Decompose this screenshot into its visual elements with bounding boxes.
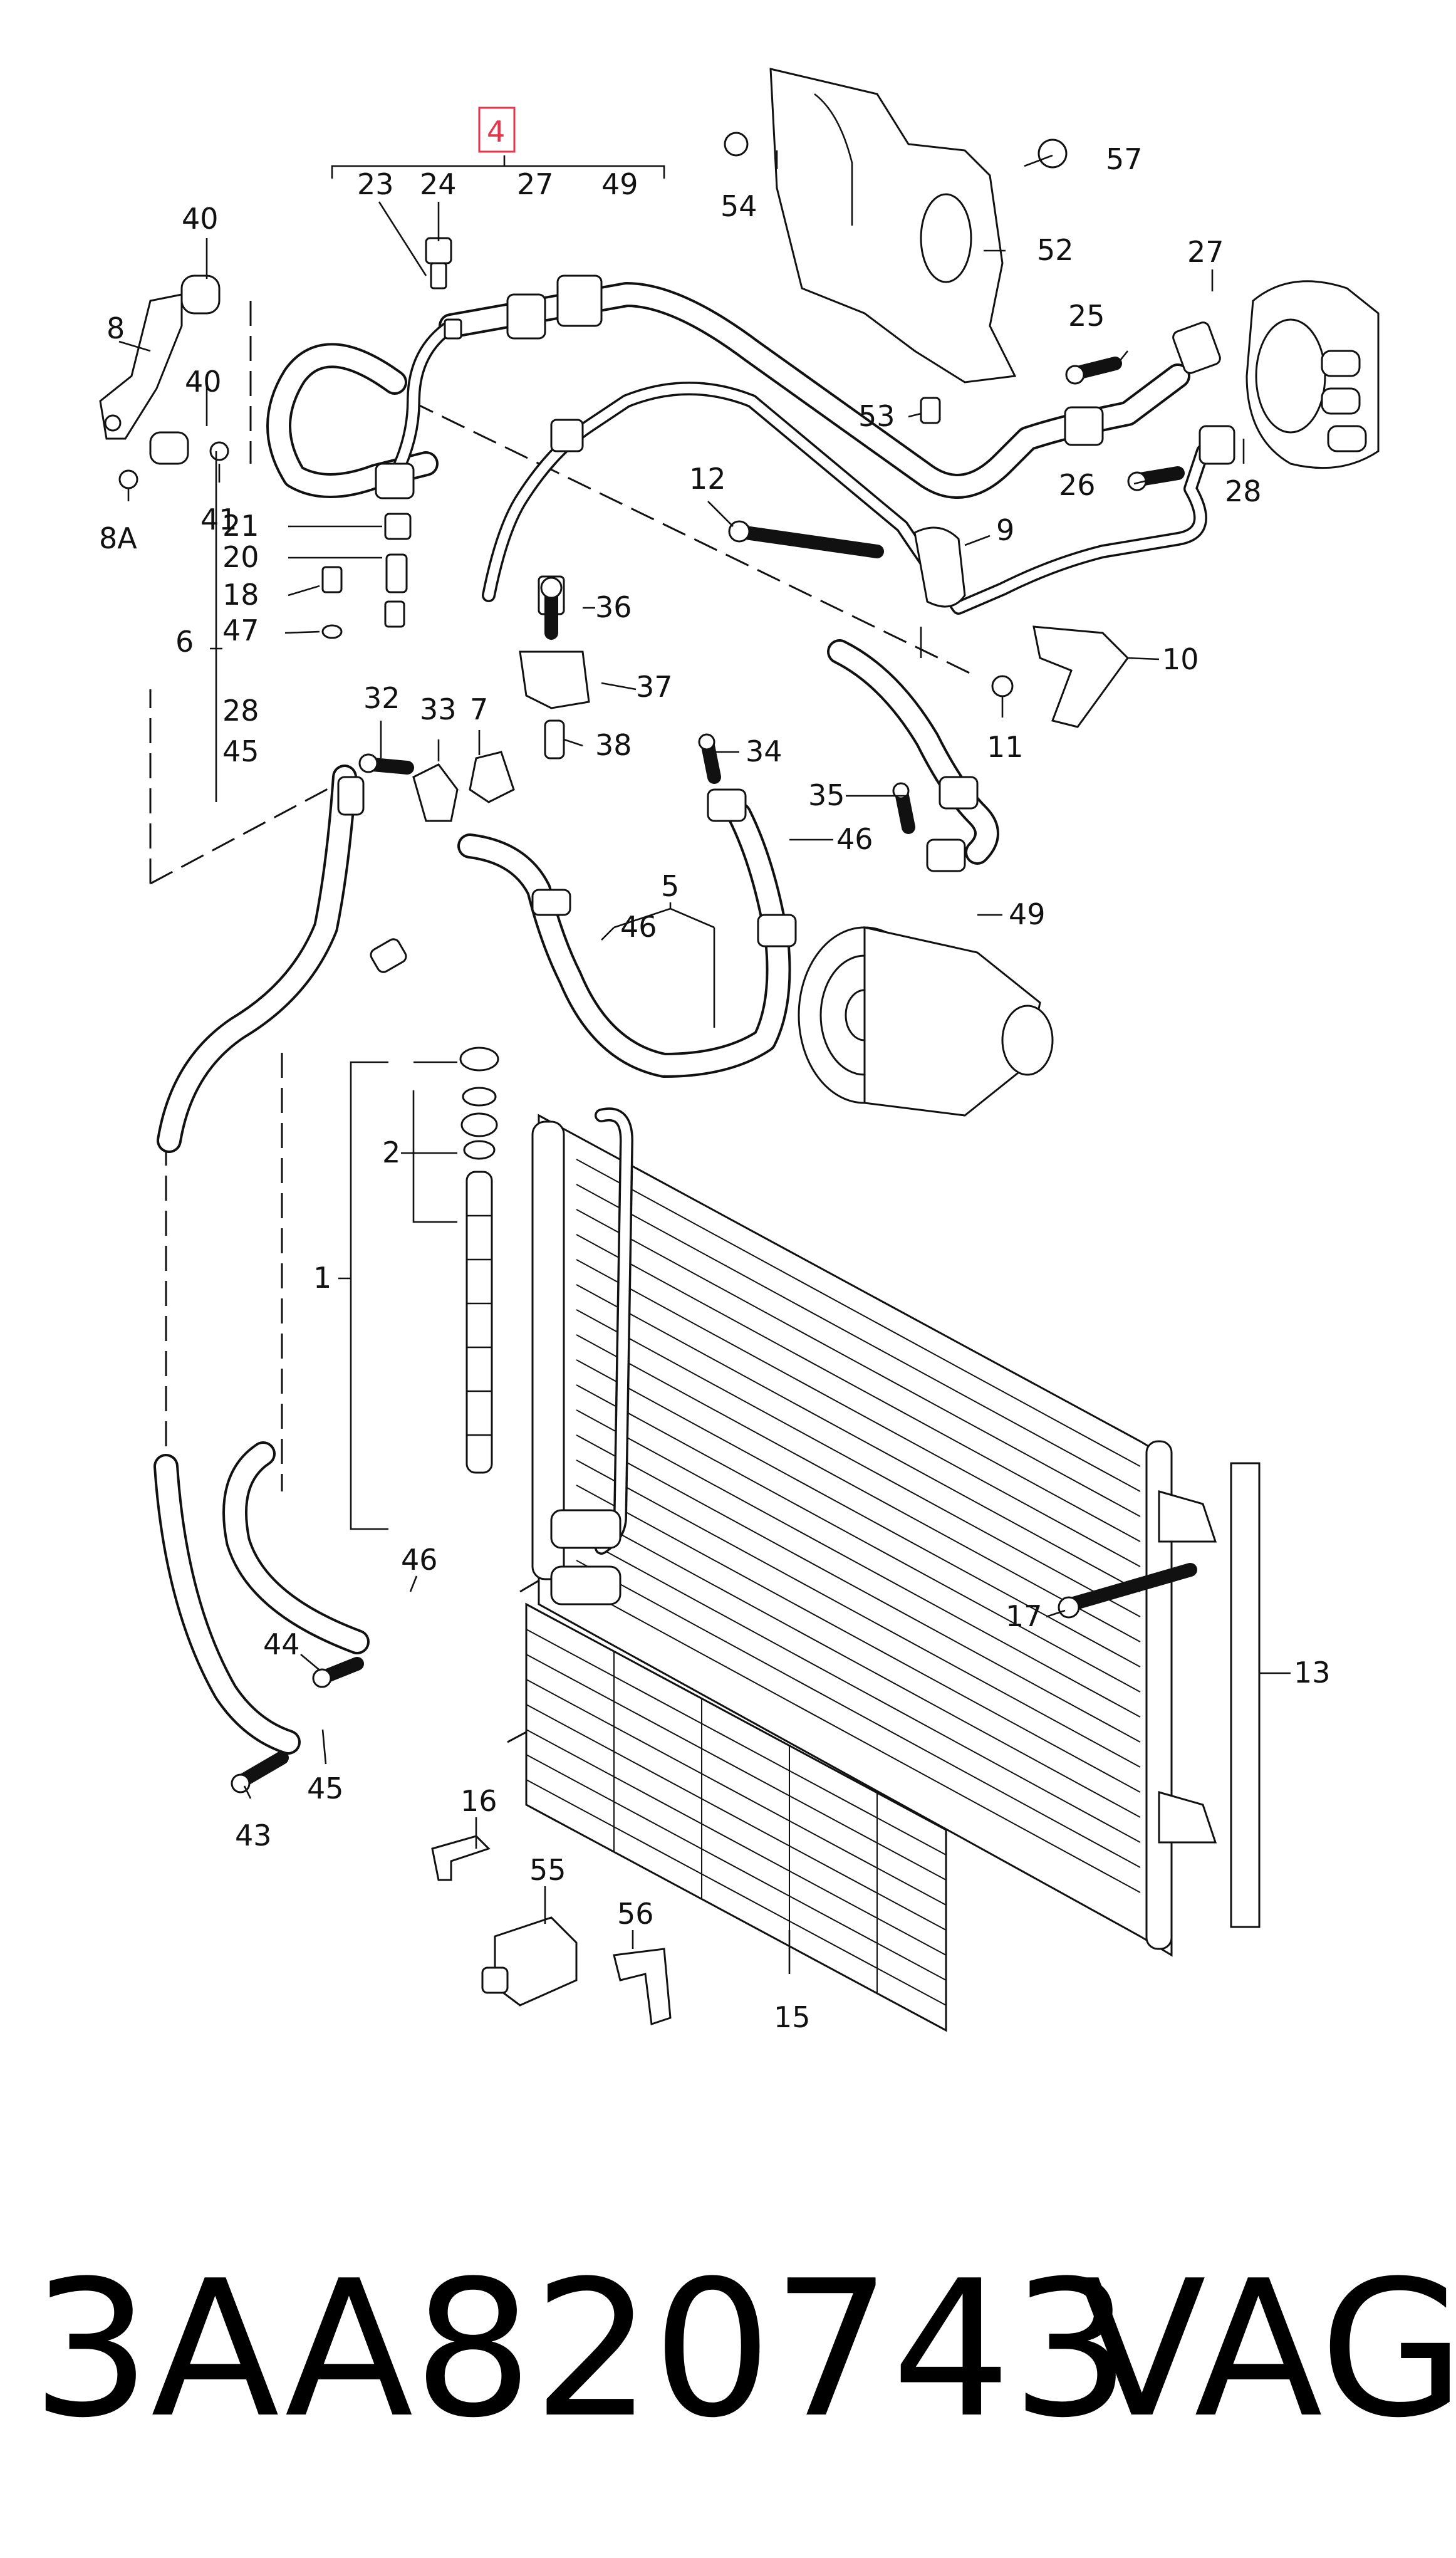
callout-46[interactable]: 46 [836, 822, 873, 856]
callout-32[interactable]: 32 [363, 681, 400, 715]
callout-55[interactable]: 55 [529, 1853, 566, 1887]
callout-27[interactable]: 27 [517, 167, 554, 201]
callout-38[interactable]: 38 [595, 728, 632, 762]
hose-clamps [412, 575, 590, 822]
callout-45[interactable]: 45 [222, 734, 259, 768]
callout-43[interactable]: 43 [235, 1819, 272, 1852]
sensor-bracket [613, 1948, 672, 2026]
condenser [531, 1107, 1217, 1957]
callout-5[interactable]: 5 [661, 869, 679, 903]
callout-33[interactable]: 33 [420, 692, 457, 726]
pressure-switch-valves [321, 513, 412, 639]
callout-45[interactable]: 45 [307, 1772, 344, 1805]
clip [431, 1835, 491, 1881]
callout-40[interactable]: 40 [182, 202, 219, 236]
callout-labels: 4 23 24 27 49 54 57 52 27 25 53 26 28 12… [99, 107, 1331, 2034]
callout-46[interactable]: 46 [620, 910, 657, 944]
callout-26[interactable]: 26 [1059, 468, 1096, 502]
condenser-fins [576, 1159, 1141, 1893]
seal-strip [1230, 1462, 1261, 1928]
callout-52[interactable]: 52 [1037, 233, 1074, 267]
long-liquid-line [153, 765, 407, 1755]
callout-9[interactable]: 9 [996, 513, 1014, 547]
callout-25[interactable]: 25 [1068, 299, 1105, 333]
callout-11[interactable]: 11 [987, 730, 1024, 764]
callout-49[interactable]: 49 [1009, 897, 1046, 931]
callout-36[interactable]: 36 [595, 590, 632, 624]
air-guide-grille [525, 1602, 947, 2032]
callout-20[interactable]: 20 [222, 540, 259, 574]
callout-49[interactable]: 49 [601, 167, 638, 201]
brand-name: VAG [1078, 2240, 1456, 2459]
callout-21[interactable]: 21 [222, 509, 259, 543]
compressor-clutch-top-right [1245, 280, 1380, 469]
callout-8[interactable]: 8 [107, 311, 125, 345]
callout-6[interactable]: 6 [175, 625, 194, 659]
callout-44[interactable]: 44 [263, 1627, 300, 1661]
callout-35[interactable]: 35 [808, 778, 845, 812]
callout-12[interactable]: 12 [689, 462, 726, 496]
callout-17[interactable]: 17 [1006, 1599, 1043, 1633]
hose-brackets-left [99, 274, 229, 489]
callout-1[interactable]: 1 [313, 1261, 331, 1295]
bolts [231, 357, 1197, 1793]
callout-leaders [118, 150, 1291, 1974]
heat-shield [769, 68, 1017, 384]
callout-40[interactable]: 40 [185, 365, 222, 399]
callout-53[interactable]: 53 [858, 399, 895, 433]
callout-41[interactable]: 41 [200, 503, 237, 536]
service-valve [425, 237, 462, 340]
callout-34[interactable]: 34 [746, 734, 783, 768]
ambient-temp-sensor [481, 1916, 578, 2007]
callout-27[interactable]: 27 [1187, 235, 1224, 269]
washer-nut [1037, 138, 1068, 169]
callout-28[interactable]: 28 [222, 694, 259, 728]
ac-compressor [798, 926, 1054, 1117]
callout-57[interactable]: 57 [1106, 142, 1143, 176]
callout-16[interactable]: 16 [460, 1784, 497, 1818]
callout-24[interactable]: 24 [420, 167, 457, 201]
clip-53 [920, 397, 941, 424]
callout-37[interactable]: 37 [636, 670, 673, 704]
callout-10[interactable]: 10 [1162, 642, 1199, 676]
highlighted-callout-box [478, 107, 516, 153]
callout-2[interactable]: 2 [382, 1135, 400, 1169]
callout-8A[interactable]: 8A [99, 521, 137, 555]
callout-28[interactable]: 28 [1225, 474, 1262, 508]
ac-system-exploded-diagram: 4 23 24 27 49 54 57 52 27 25 53 26 28 12… [99, 68, 1380, 2034]
callout-4[interactable]: 4 [487, 115, 505, 149]
suction-hose-assembly [266, 274, 1235, 615]
callout-46[interactable]: 46 [401, 1543, 438, 1577]
pipe-brackets-right [913, 526, 1129, 728]
receiver-dryer-cartridge [459, 1047, 499, 1474]
pressure-lines-lower [457, 639, 999, 1078]
part-number: 3AA820743 [31, 2240, 1131, 2459]
callout-47[interactable]: 47 [222, 613, 259, 647]
nut [724, 132, 749, 157]
callout-23[interactable]: 23 [357, 167, 394, 201]
callout-54[interactable]: 54 [720, 189, 757, 223]
callout-56[interactable]: 56 [617, 1897, 654, 1931]
callout-18[interactable]: 18 [222, 578, 259, 612]
grille-slats [526, 1629, 947, 2006]
callout-13[interactable]: 13 [1294, 1656, 1331, 1689]
footer: 3AA820743 VAG [0, 2231, 1456, 2482]
callout-15[interactable]: 15 [774, 2000, 811, 2034]
callout-7[interactable]: 7 [470, 692, 488, 726]
